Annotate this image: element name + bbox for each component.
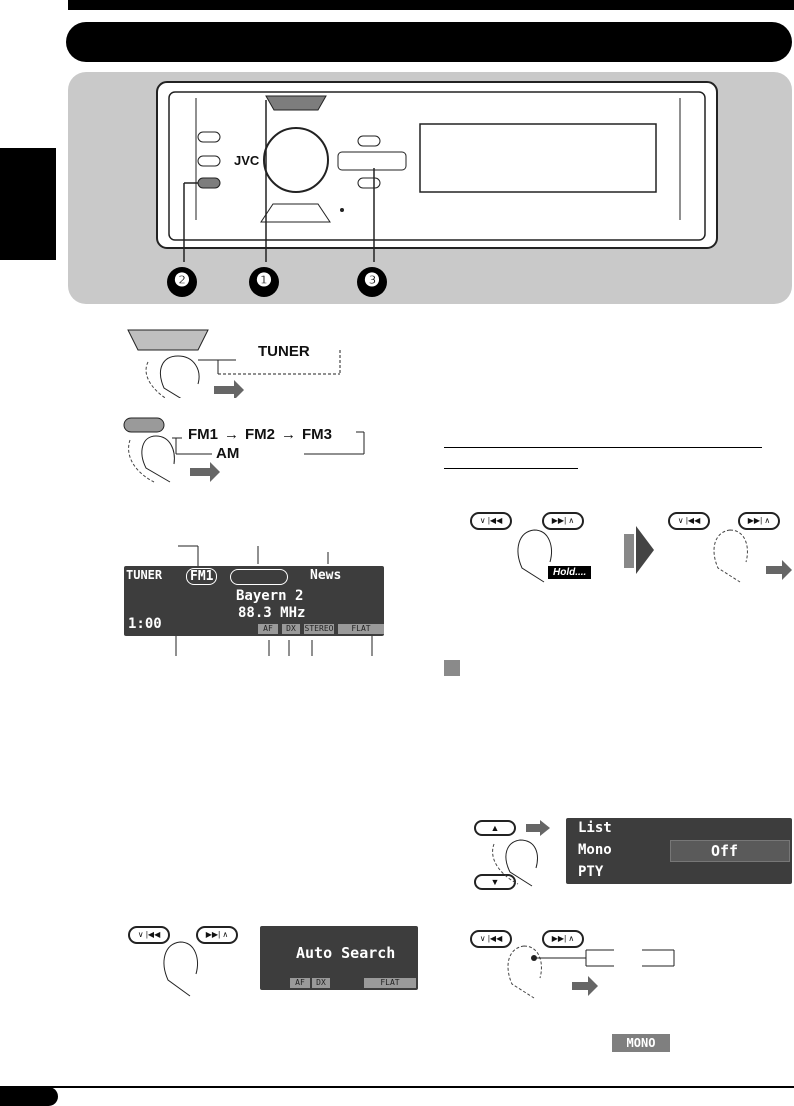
prev-button-c[interactable]: ∨ |◀◀: [128, 926, 170, 944]
callout-3: ❸: [363, 270, 381, 290]
prev-button-b[interactable]: ∨ |◀◀: [668, 512, 710, 530]
display-pty: News: [310, 568, 342, 583]
menu-item-list: List: [578, 820, 612, 836]
band-fm2: FM2: [245, 426, 275, 443]
car-receiver-illustration: [156, 81, 718, 297]
device-panel: JVC ❷ ❶ ❸: [68, 72, 792, 304]
up-button[interactable]: ▲: [474, 820, 516, 836]
band-am: AM: [216, 445, 240, 462]
prev-button-a[interactable]: ∨ |◀◀: [470, 512, 512, 530]
display-clock: 1:00: [128, 616, 162, 632]
footer-line: [0, 1086, 794, 1088]
auto-search-hand: [163, 941, 198, 997]
menu-display: List Mono PTY Off: [566, 818, 792, 884]
section-square-marker: [444, 660, 460, 676]
hold-seek-hands: [517, 526, 792, 583]
band-button-hand: [123, 417, 365, 483]
indicator-dx: DX: [282, 624, 300, 634]
page-number-badge: [0, 1087, 58, 1106]
menu-hand: [492, 820, 550, 887]
display-source: TUNER: [126, 568, 163, 582]
band-fm1: FM1: [188, 426, 218, 443]
indicator-flat: FLAT: [338, 624, 384, 634]
display-preset-pill: [230, 569, 288, 585]
menu-value-box: Off: [670, 840, 790, 862]
indicator-af: AF: [258, 624, 278, 634]
mono-toggle-hand: [507, 945, 675, 999]
auto-indicator-dx: DX: [312, 978, 330, 988]
menu-item-mono: Mono: [578, 842, 612, 858]
source-button-hand: [127, 329, 341, 398]
indicator-stereo: STEREO: [304, 624, 334, 634]
auto-indicator-flat: FLAT: [364, 978, 416, 988]
tuner-display: TUNER FM1 News Bayern 2 88.3 MHz 1:00 AF…: [124, 566, 384, 636]
menu-item-pty: PTY: [578, 864, 604, 880]
heading-rule-1: [444, 447, 762, 448]
top-bar: [68, 0, 794, 10]
auto-search-display: Auto Search AF DX FLAT: [260, 926, 418, 990]
mono-indicator: MONO: [612, 1034, 670, 1052]
next-button-b[interactable]: ▶▶| ∧: [738, 512, 780, 530]
auto-indicator-af: AF: [290, 978, 310, 988]
jvc-logo: JVC: [234, 153, 260, 168]
next-button-a[interactable]: ▶▶| ∧: [542, 512, 584, 530]
heading-rule-2: [444, 468, 578, 469]
source-tuner-label: TUNER: [258, 343, 310, 360]
display-station: Bayern 2: [236, 588, 304, 604]
display-band: FM1: [186, 568, 218, 585]
callout-2: ❷: [173, 270, 191, 290]
band-fm3: FM3: [302, 426, 332, 443]
section-title-bar: [66, 22, 792, 62]
band-cycle: FM1→ FM2→ FM3: [188, 426, 332, 443]
hold-label: Hold....: [548, 566, 592, 579]
display-frequency: 88.3 MHz: [238, 605, 306, 621]
language-side-tab: [0, 148, 56, 260]
auto-search-text: Auto Search: [296, 944, 396, 962]
prev-button-d[interactable]: ∨ |◀◀: [470, 930, 512, 948]
callout-1: ❶: [255, 270, 273, 290]
menu-value: Off: [711, 842, 739, 860]
next-button-d[interactable]: ▶▶| ∧: [542, 930, 584, 948]
next-button-c[interactable]: ▶▶| ∧: [196, 926, 238, 944]
